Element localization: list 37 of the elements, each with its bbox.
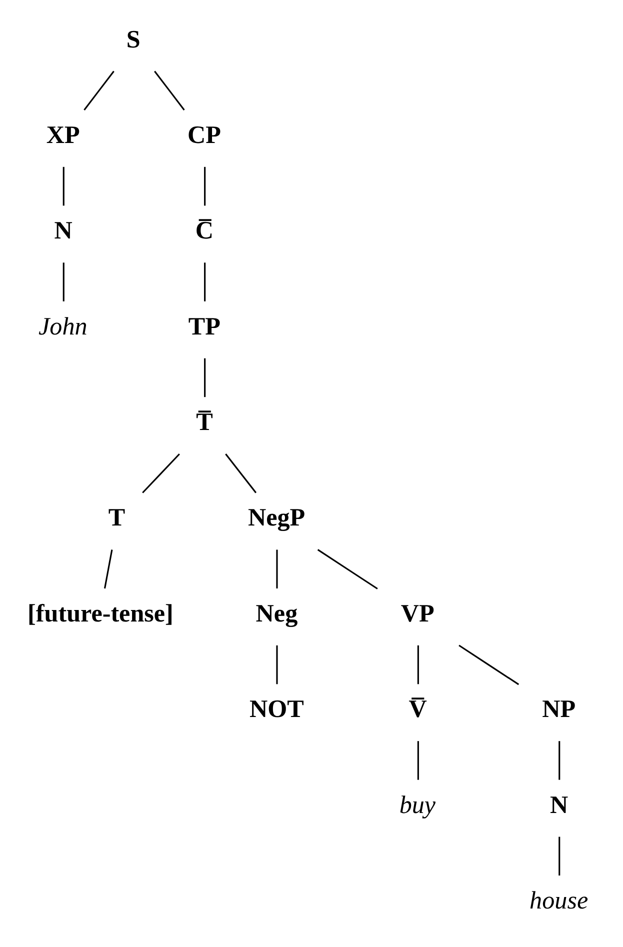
node-text: N (550, 792, 568, 819)
connector (558, 836, 560, 876)
connector (417, 645, 419, 684)
connector (62, 166, 64, 206)
node-text: NP (542, 696, 576, 724)
node-text: C̅ (195, 218, 214, 245)
node-text: John (38, 313, 88, 340)
node-text: NegP (248, 504, 306, 532)
node-text: Neg (256, 600, 298, 628)
connector (142, 453, 180, 494)
node-text: V̅ (408, 696, 427, 724)
connector (458, 644, 520, 686)
node-text: N (54, 218, 72, 245)
node-text: CP (188, 122, 222, 149)
connector (154, 70, 185, 110)
connector (84, 70, 114, 110)
node-text: T̅ (196, 409, 213, 436)
node-text: TP (188, 313, 220, 340)
node-text: VP (400, 600, 434, 628)
node-text: S (126, 26, 140, 54)
connector (558, 741, 560, 780)
connector (204, 358, 206, 398)
connector (276, 550, 278, 588)
connector (104, 550, 113, 589)
connector (276, 645, 278, 684)
connector (417, 741, 419, 780)
node-text: XP (46, 122, 80, 149)
connector (317, 549, 378, 590)
node-text: house (530, 888, 588, 915)
node-text: T (108, 504, 126, 532)
node-text: NOT (250, 696, 304, 724)
connector (225, 454, 257, 494)
node-text: buy (399, 792, 436, 819)
connector (204, 262, 206, 302)
node-text: [future-tense] (28, 600, 174, 628)
connector (62, 262, 64, 302)
connector (204, 166, 206, 206)
